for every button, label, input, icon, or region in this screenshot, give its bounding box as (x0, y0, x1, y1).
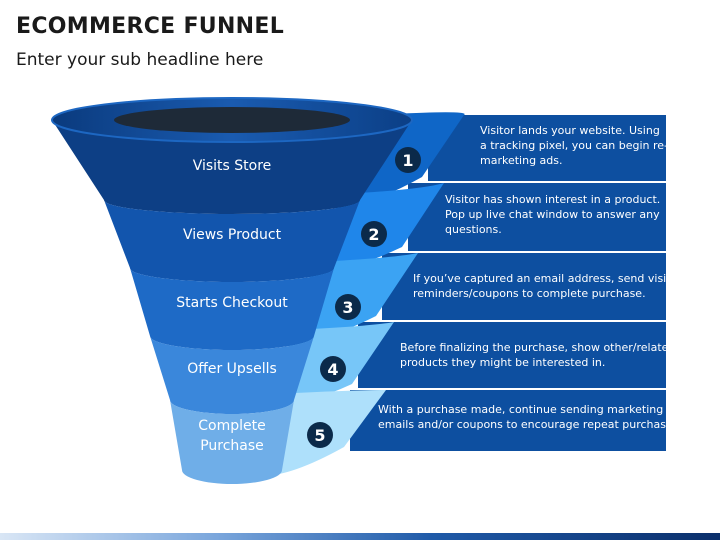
step-number: 3 (342, 298, 353, 317)
step-badges: 1 2 3 4 5 (307, 147, 421, 448)
step-description: If you’ve captured an email address, sen… (413, 272, 682, 300)
step-number: 1 (402, 151, 413, 170)
step-number-badge (395, 147, 421, 173)
description-panel (358, 322, 666, 388)
step-description: With a purchase made, continue sending m… (378, 403, 682, 431)
funnel-tiers (51, 97, 413, 484)
description-panel (350, 390, 666, 451)
funnel-tier (170, 400, 294, 484)
stage-label: Starts Checkout (176, 295, 288, 311)
stage-label: Views Product (183, 227, 282, 243)
step-number: 4 (327, 360, 338, 379)
funnel-tier (52, 120, 412, 214)
stage-label: Offer Upsells (187, 361, 277, 377)
step-number: 5 (314, 426, 325, 445)
step-number: 2 (368, 225, 379, 244)
funnel-tier (104, 200, 360, 282)
step-description: Visitor has shown interest in a product.… (445, 193, 660, 236)
page-subtitle: Enter your sub headline here (16, 50, 264, 70)
step-description: Before finalizing the purchase, show oth… (400, 341, 675, 369)
description-panel (408, 183, 666, 251)
funnel-opening (114, 107, 350, 133)
stage-label: Visits Store (193, 158, 272, 174)
step-number-badge (307, 422, 333, 448)
step-number-badge (361, 221, 387, 247)
description-panel (382, 253, 666, 320)
bottom-accent-bar (0, 533, 720, 540)
funnel-tier (150, 336, 314, 414)
step-number-badge (335, 294, 361, 320)
page-title: ECOMMERCE FUNNEL (16, 14, 285, 39)
funnel-tier (130, 268, 334, 350)
step-number-badge (320, 356, 346, 382)
description-panel (428, 115, 666, 181)
